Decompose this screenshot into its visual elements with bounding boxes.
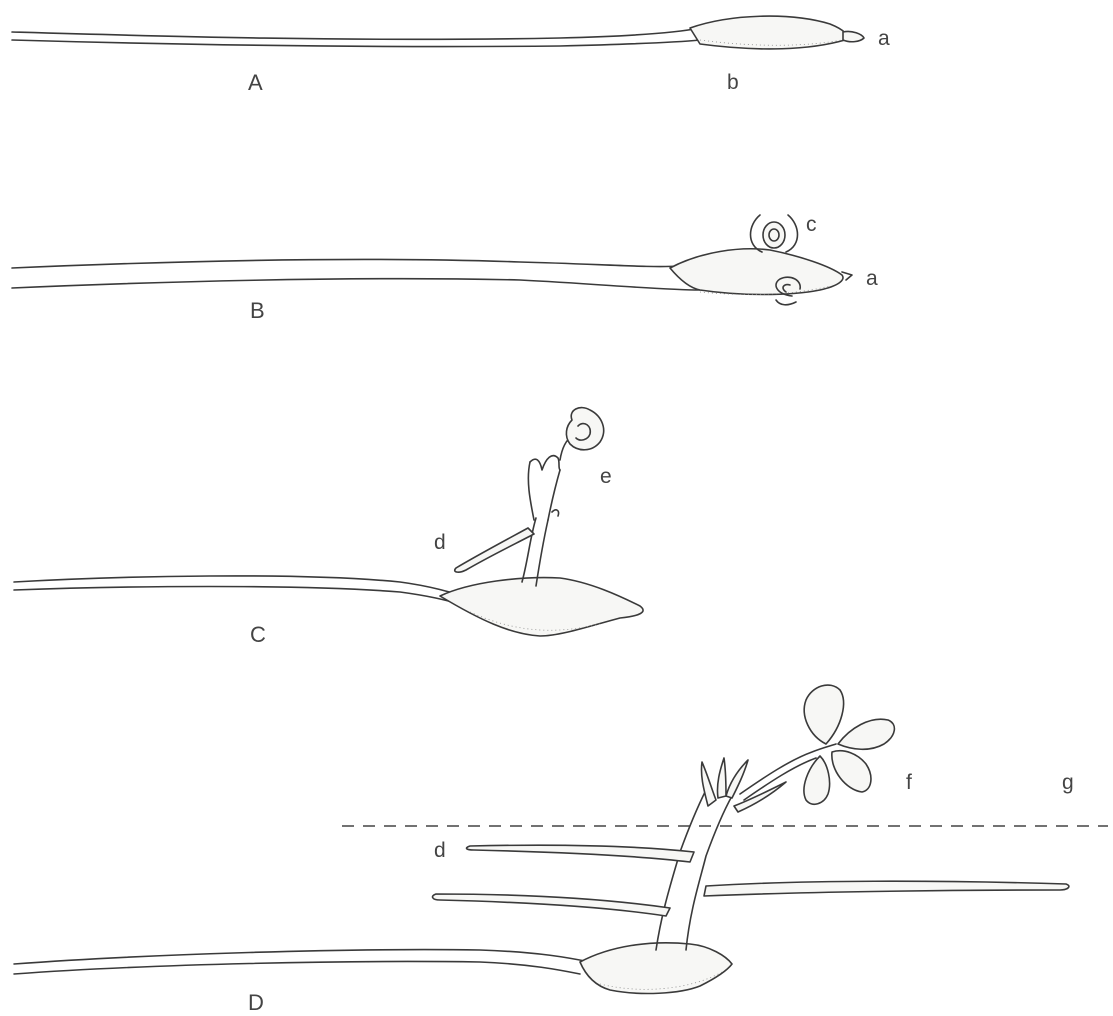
panel-a-label-a: a [878,28,890,49]
panel-b-label-a: a [866,268,878,289]
panel-b-caption: B [250,300,265,322]
panel-d-lower-left-leaf [433,894,670,916]
panel-c-label-d: d [434,532,446,553]
panel-c-leaf-d [455,528,534,572]
panel-b-label-c: c [806,214,817,235]
panel-c-caption: C [250,624,266,646]
panel-d-lower-right-leaf [704,881,1069,896]
panel-d-plant [14,685,1108,993]
panel-d-leaf-d [467,845,694,862]
panel-a-seed [12,16,864,49]
panel-a-label-b: b [727,72,739,93]
panel-d-caption: D [248,992,264,1014]
panel-d-label-g: g [1062,772,1074,793]
panel-c-seedling [14,408,643,636]
panel-c-label-e: e [600,466,612,487]
panel-d-label-f: f [906,772,912,793]
panel-b-cotyledon [670,249,843,295]
panel-a-caption: A [248,72,263,94]
panel-b-seedling [12,215,852,305]
panel-a-tip [843,31,864,41]
panel-d-trifoliate-leaf-f [804,685,894,804]
panel-b-bud [751,215,798,252]
panel-d-label-d: d [434,840,446,861]
panel-c-flower-e [560,408,604,460]
panel-c-cotyledon [440,578,643,636]
panel-a-cotyledon [690,16,847,49]
